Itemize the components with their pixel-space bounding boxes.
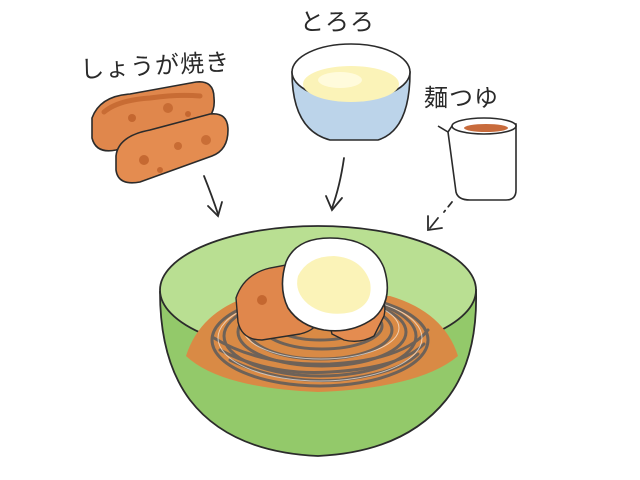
tororo-topping: [281, 237, 389, 332]
mentsuyu-label: 麺つゆ: [424, 84, 499, 112]
arrow-tororo-to-bowl: [325, 157, 345, 212]
mentsuyu-pitcher-illustration: [437, 117, 517, 201]
arrow-tsuyu-to-bowl: [427, 201, 453, 232]
arrow-ginger-to-bowl: [203, 175, 223, 218]
ginger-pork-illustration: [91, 81, 229, 184]
tororo-label: とろろ: [300, 8, 375, 36]
soba-bowl-illustration: [159, 225, 477, 457]
tororo-bowl-illustration: [291, 43, 411, 141]
